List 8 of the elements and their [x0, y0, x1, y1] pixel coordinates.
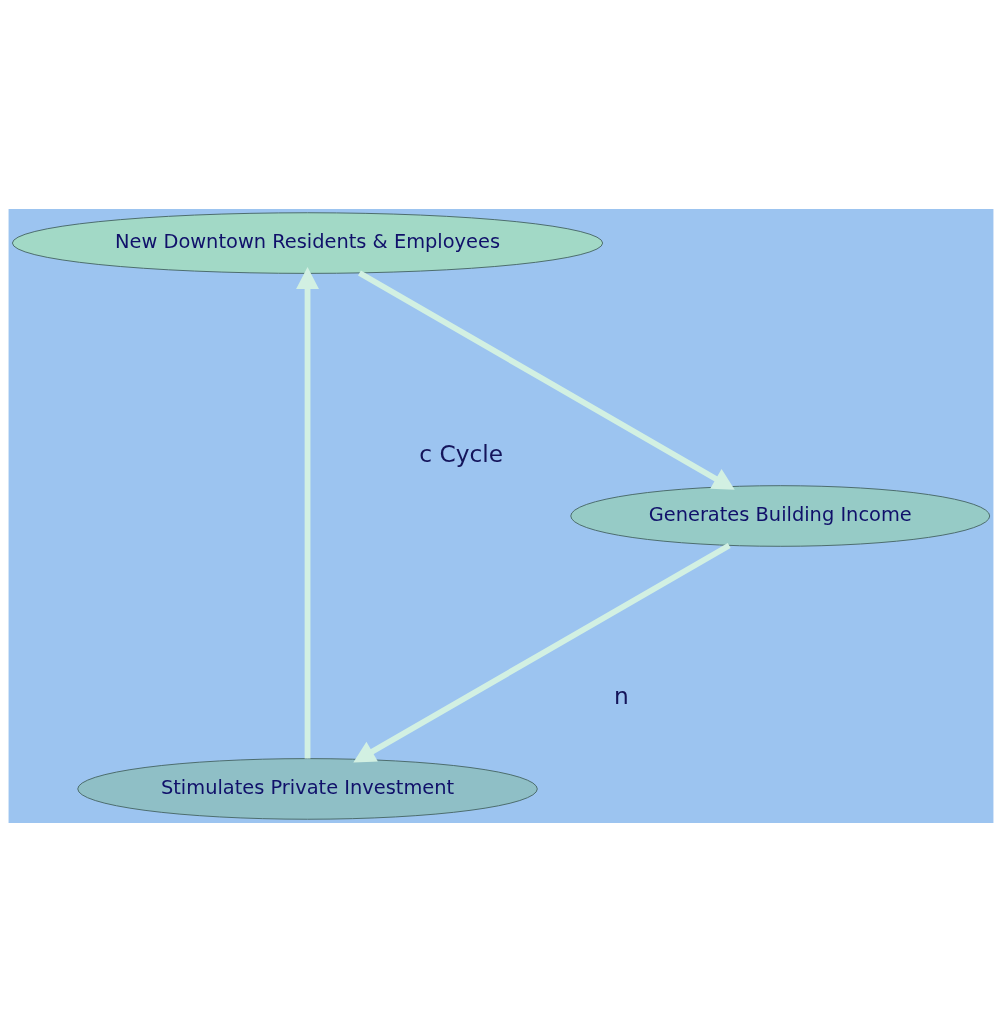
arrow: [296, 266, 319, 758]
label: n: [613, 681, 629, 709]
arrow: [353, 542, 731, 762]
arrow: [358, 270, 735, 490]
node-ellipse: Generates Building Income: [570, 484, 991, 547]
node-ellipse: Stimulates Private Investment: [77, 757, 538, 820]
node-ellipse: New Downtown Residents & Employees: [11, 211, 604, 274]
label: c Cycle: [419, 439, 504, 467]
